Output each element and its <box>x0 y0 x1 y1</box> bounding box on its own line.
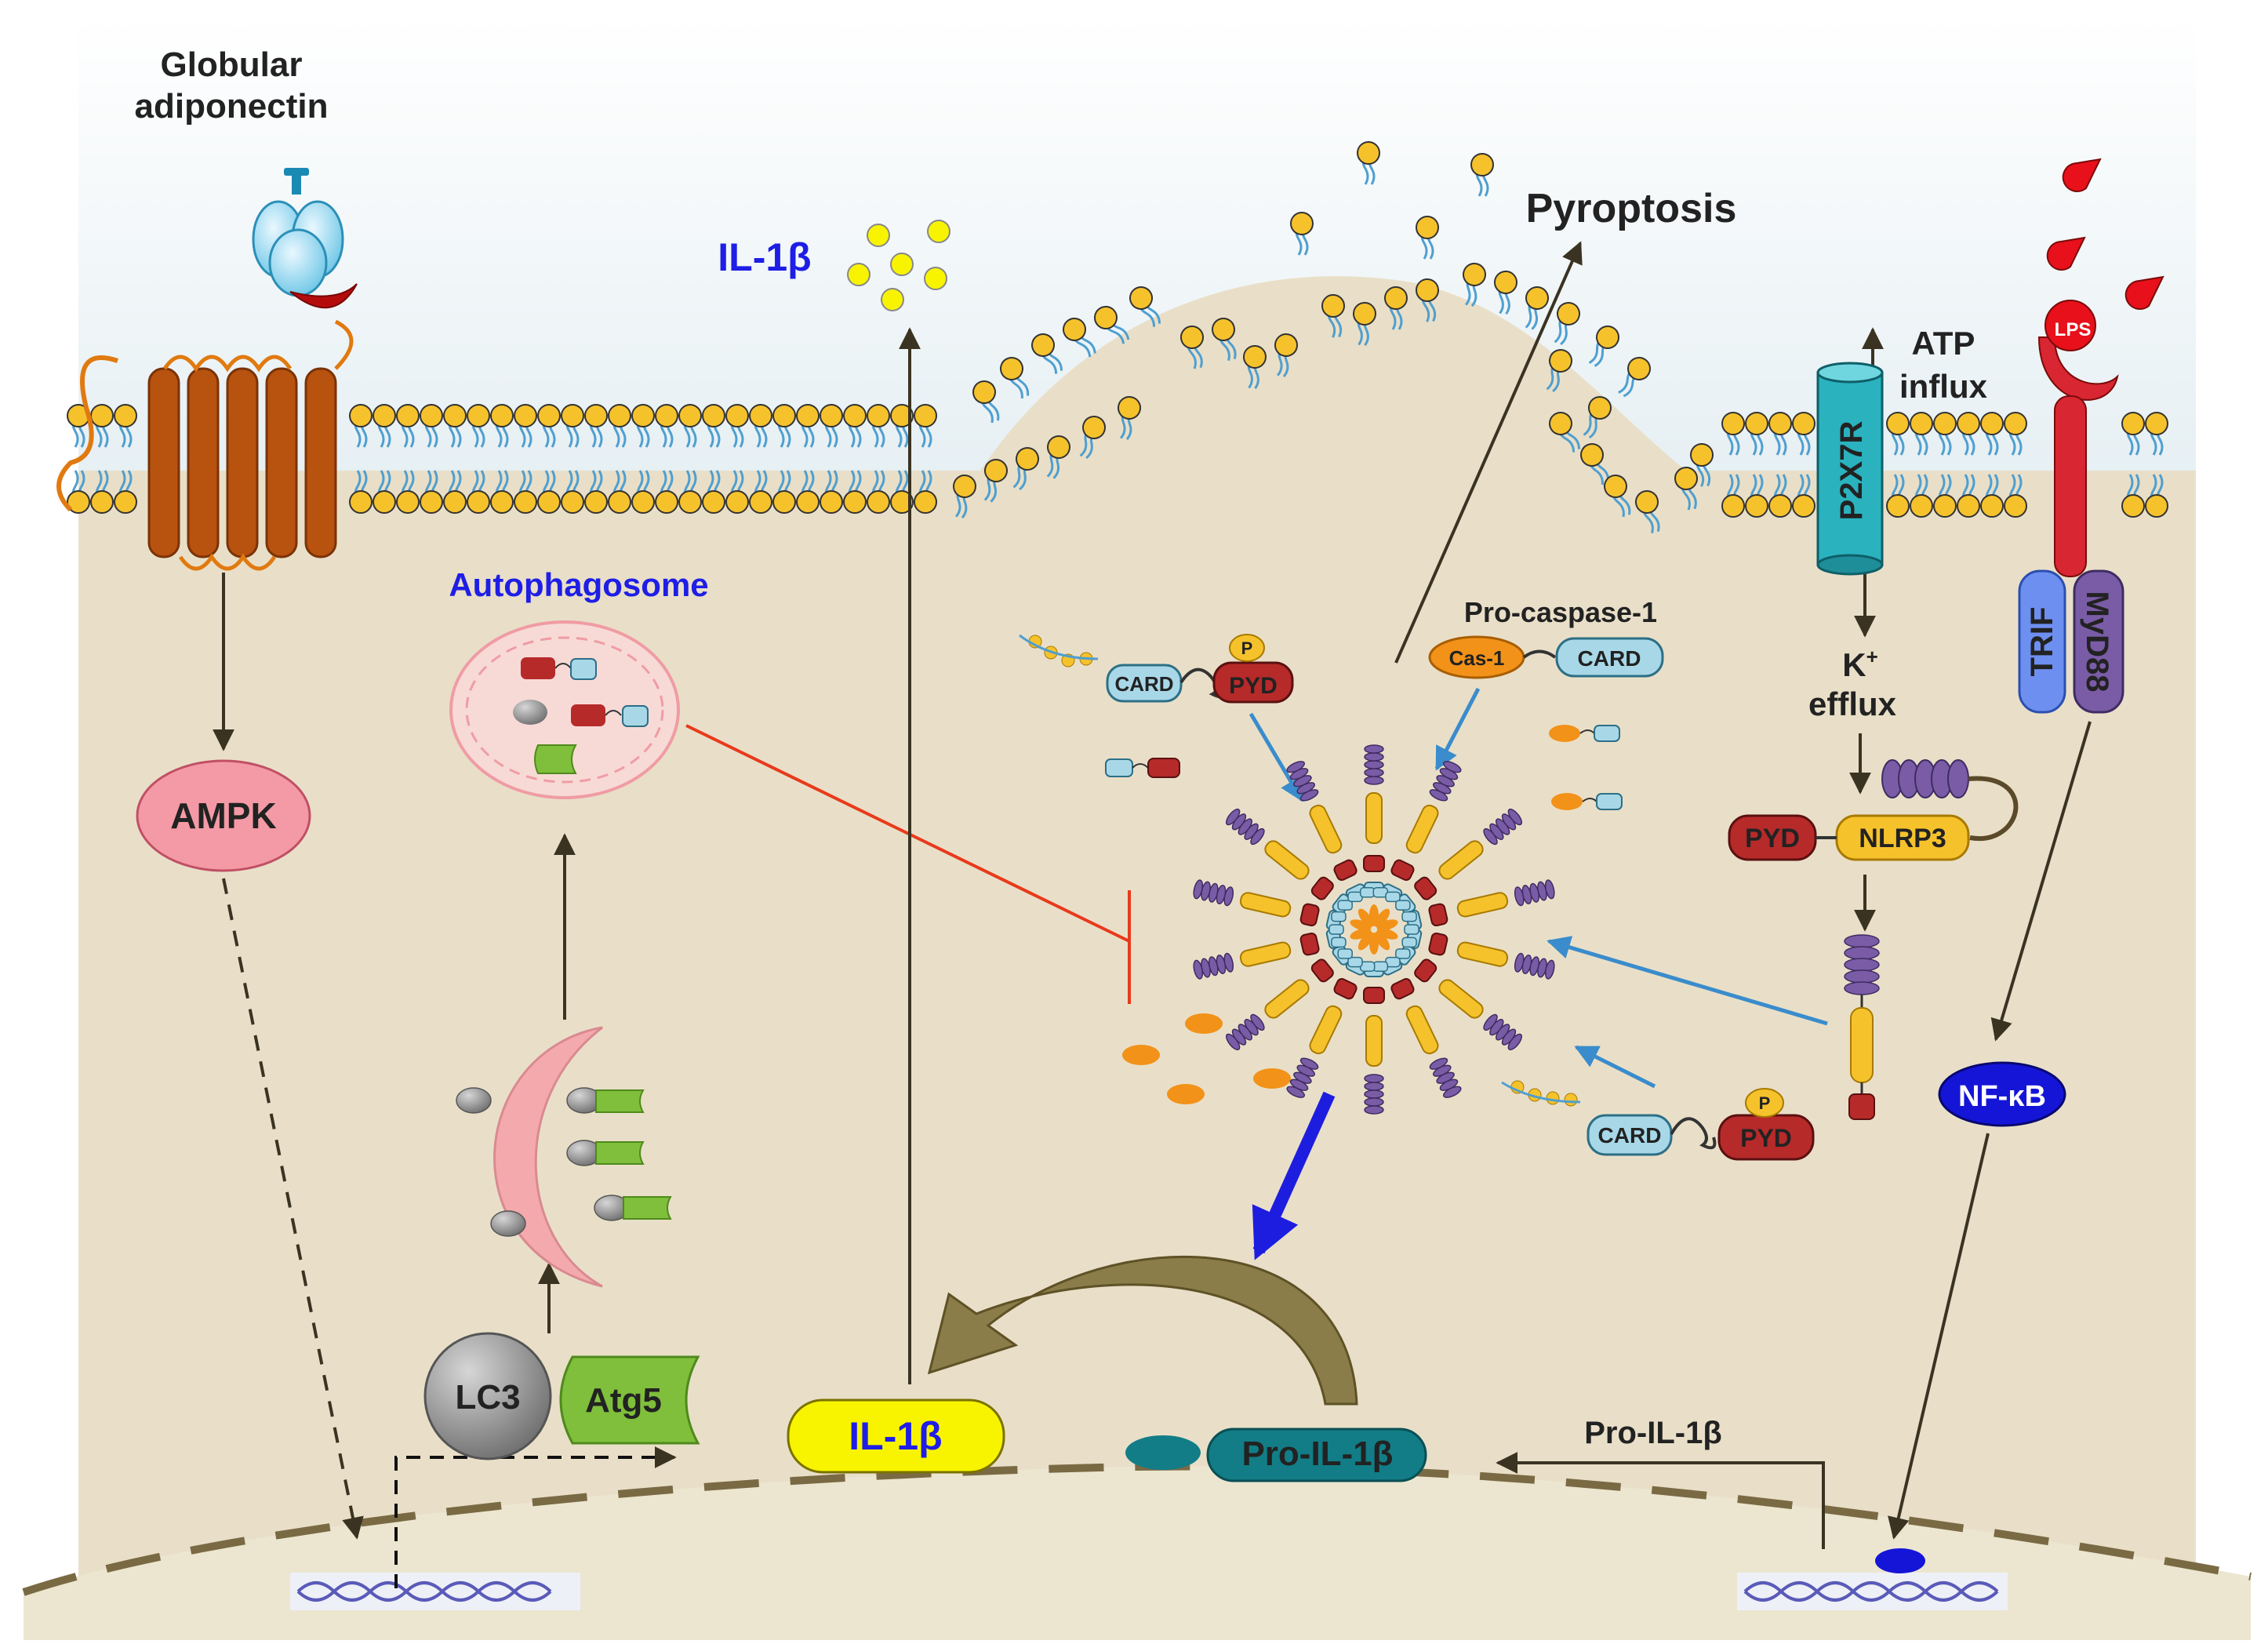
atp-label-1: ATP <box>1912 325 1975 362</box>
p2x7r-channel-icon <box>1816 362 1884 576</box>
procasp-card-node <box>1555 637 1664 678</box>
lps-label: LPS <box>2055 319 2092 340</box>
lc3-node <box>423 1332 552 1460</box>
inflammasome-card-domain <box>1401 911 1417 922</box>
pro-il1b-fragment <box>1125 1435 1201 1470</box>
inflammasome-card-domain <box>1331 937 1347 948</box>
processing-arrow <box>927 1255 1358 1406</box>
inflammasome-caspase-core <box>1358 908 1373 928</box>
adiponectin-trimer-icon <box>252 168 358 309</box>
autophagosome-label: Autophagosome <box>449 566 708 603</box>
autophagosome-icon <box>449 620 680 799</box>
dna-helix-icon <box>290 1573 580 1610</box>
inflammasome-card-domain <box>1337 900 1353 911</box>
globular-adiponectin-label-2: adiponectin <box>135 87 329 125</box>
asc-top-card-label: CARD <box>1114 672 1173 696</box>
globular-adiponectin-label-1: Globular <box>161 45 303 84</box>
inflammasome-card-domain <box>1401 937 1417 948</box>
nlrp3-oligomer-subunit <box>1844 934 1880 1120</box>
inflammasome-card-domain <box>1395 900 1411 911</box>
myd88-node <box>2073 569 2124 714</box>
asc-bottom-card-label: CARD <box>1598 1123 1662 1148</box>
inflammasome-card-domain <box>1404 924 1419 935</box>
inflammasome-card-domain <box>1331 911 1347 922</box>
inflammasome-caspase-core <box>1350 928 1372 940</box>
inflammasome-caspase-core <box>1376 919 1398 931</box>
il1b-particles <box>847 220 950 311</box>
lc3-label: LC3 <box>455 1378 520 1417</box>
k-label: K+ <box>1842 645 1878 683</box>
asc-top-pyd-label: PYD <box>1229 673 1278 699</box>
inflammasome-card-domain <box>1328 924 1344 935</box>
inflammasome-card-domain <box>1337 948 1353 959</box>
asc-complex-top <box>1019 634 1294 704</box>
pyroptosis-label: Pyroptosis <box>1526 186 1737 231</box>
atg5-label: Atg5 <box>585 1381 662 1420</box>
inflammasome-card-domain <box>1372 961 1389 973</box>
procasp-card-label: CARD <box>1578 646 1641 671</box>
free-monomers <box>1105 725 1623 1104</box>
pro-il1b-arrow-label: Pro-IL-1β <box>1584 1416 1722 1450</box>
atp-label-2: influx <box>1899 368 1988 405</box>
inflammasome-caspase-core <box>1358 931 1373 951</box>
inflammasome-caspase-core <box>1375 908 1390 928</box>
inflammasome-card-domain <box>1385 891 1401 903</box>
adiponectin-receptor-icon <box>56 319 354 571</box>
asc-bottom-p-label: P <box>1759 1093 1771 1113</box>
p2x7r-label: P2X7R <box>1834 421 1869 521</box>
asc-top-p-label: P <box>1241 638 1253 658</box>
lps-droplet-icon <box>2046 158 2164 310</box>
inflammasome-complex-icon <box>1190 744 1557 1115</box>
tlr4-receptor-icon <box>2037 300 2119 577</box>
trif-label: TRIF <box>2025 607 2059 677</box>
nlrp3-label: NLRP3 <box>1859 824 1946 853</box>
phagophore-icon <box>456 1026 672 1288</box>
nlrp3-pyd-label: PYD <box>1745 824 1800 853</box>
atg5-node <box>559 1355 700 1445</box>
efflux-label: efflux <box>1808 686 1897 722</box>
inflammasome-card-domain <box>1395 948 1411 959</box>
asc-complex-bottom <box>1501 1080 1815 1161</box>
dna-helix-icon <box>1737 1548 2008 1610</box>
nfkb-label: NF-κB <box>1958 1080 2046 1113</box>
asc-bottom-pyd-label: PYD <box>1740 1124 1792 1152</box>
nlrp3-nacht-domain <box>1881 759 1969 798</box>
pro-il1b-node <box>1206 1428 1427 1482</box>
inflammasome-card-domain <box>1347 956 1363 968</box>
pro-caspase1-label: Pro-caspase-1 <box>1464 596 1657 628</box>
cas1-label: Cas-1 <box>1449 646 1505 670</box>
pro-il1b-label: Pro-IL-1β <box>1241 1435 1393 1473</box>
trif-node <box>2018 569 2066 714</box>
inflammasome-caspase-core <box>1375 931 1390 951</box>
il1b-node <box>787 1398 1005 1474</box>
ampk-node <box>136 759 311 872</box>
nfkb-node <box>1938 1061 2066 1127</box>
il1b-node-label: IL-1β <box>849 1414 942 1458</box>
ampk-label: AMPK <box>170 795 276 836</box>
inflammasome-card-domain <box>1359 886 1376 898</box>
il1b-secreted-label: IL-1β <box>718 235 811 279</box>
myd88-label: MyD88 <box>2080 591 2114 693</box>
